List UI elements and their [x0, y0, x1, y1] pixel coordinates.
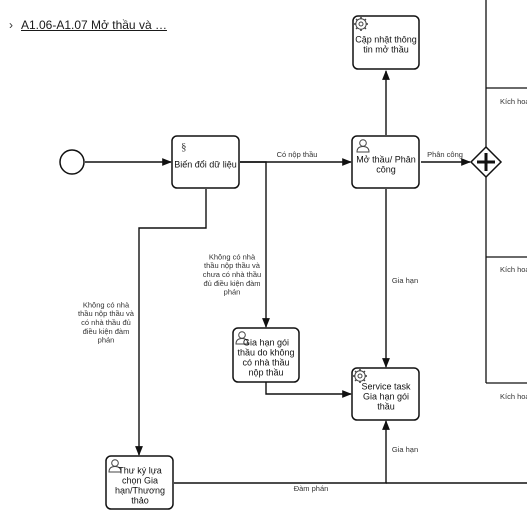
task-label: Service task [361, 381, 411, 391]
task-label: Mở thầu/ Phân [356, 154, 415, 164]
flow-label: điều kiện đàm [83, 327, 130, 336]
flow-label: Đàm phán [294, 484, 329, 493]
task-label: tin mở thầu [363, 44, 408, 54]
flow-thu-ky-to-service [174, 420, 390, 484]
flow-label: đủ điều kiện đàm [203, 279, 260, 288]
sequence-flows [85, 70, 527, 484]
breadcrumb-process-link[interactable]: A1.06-A1.07 Mở thầu và … [21, 18, 167, 32]
task-label: Biến đổi dữ liệu [174, 159, 237, 169]
flow-label: Không có nhà [209, 252, 256, 261]
task-label: Gia hạn gói [363, 391, 409, 401]
flow-khong-co-to-thu-ky [135, 189, 207, 456]
flow-label: Gia hạn [392, 276, 418, 285]
lane-label-kich-hoat: Kích hoạt [500, 97, 527, 106]
flow-gia-han-goi-to-service [265, 382, 352, 398]
task-label: có nhà thầu [242, 357, 289, 367]
start-event[interactable] [59, 149, 85, 175]
parallel-gateway[interactable] [469, 145, 503, 179]
flow-label: phán [224, 288, 241, 297]
lane-label-kich-hoat: Kích hoạ [500, 265, 527, 274]
flow-label: có nhà thầu đủ [81, 318, 131, 327]
lane-label-kich-hoat: Kích hoạ [500, 392, 527, 401]
chevron-right-icon: › [9, 18, 13, 32]
flow-label: Phân công [427, 150, 463, 159]
flow-label: Không có nhà [83, 300, 130, 309]
breadcrumb-bar: › A1.06-A1.07 Mở thầu và … [0, 0, 527, 48]
flow-label: thầu nộp thầu và [78, 309, 135, 318]
flow-label: Có nộp thầu [277, 150, 318, 159]
flow-label: chưa có nhà thầu [203, 270, 261, 279]
task-label: chọn Gia [122, 475, 158, 485]
flow-label: Gia hạn [392, 445, 418, 454]
lane-boundary: Kích hoạt Kích hoạ Kích hoạ [485, 0, 527, 401]
task-label: Thư ký lựa [118, 465, 162, 475]
flow-label: phán [98, 336, 115, 345]
task-label: Gia hạn gói [243, 337, 289, 347]
task-label: thảo [131, 495, 149, 505]
task-bien-doi-du-lieu[interactable]: § Biến đổi dữ liệu [171, 135, 240, 189]
task-label: hạn/Thương [115, 485, 165, 495]
task-label: Cập nhật thông [355, 34, 417, 44]
breadcrumb[interactable]: › A1.06-A1.07 Mở thầu và … [9, 16, 167, 34]
task-label: công [376, 164, 396, 174]
flow-khong-co-to-gia-han-goi [240, 161, 270, 328]
task-label: thầu [377, 401, 395, 411]
task-label: thầu do không [237, 347, 294, 357]
script-icon: § [181, 141, 187, 153]
flow-label: thầu nộp thầu và [204, 261, 261, 270]
gear-icon [353, 16, 369, 32]
task-label: nộp thầu [248, 367, 283, 377]
